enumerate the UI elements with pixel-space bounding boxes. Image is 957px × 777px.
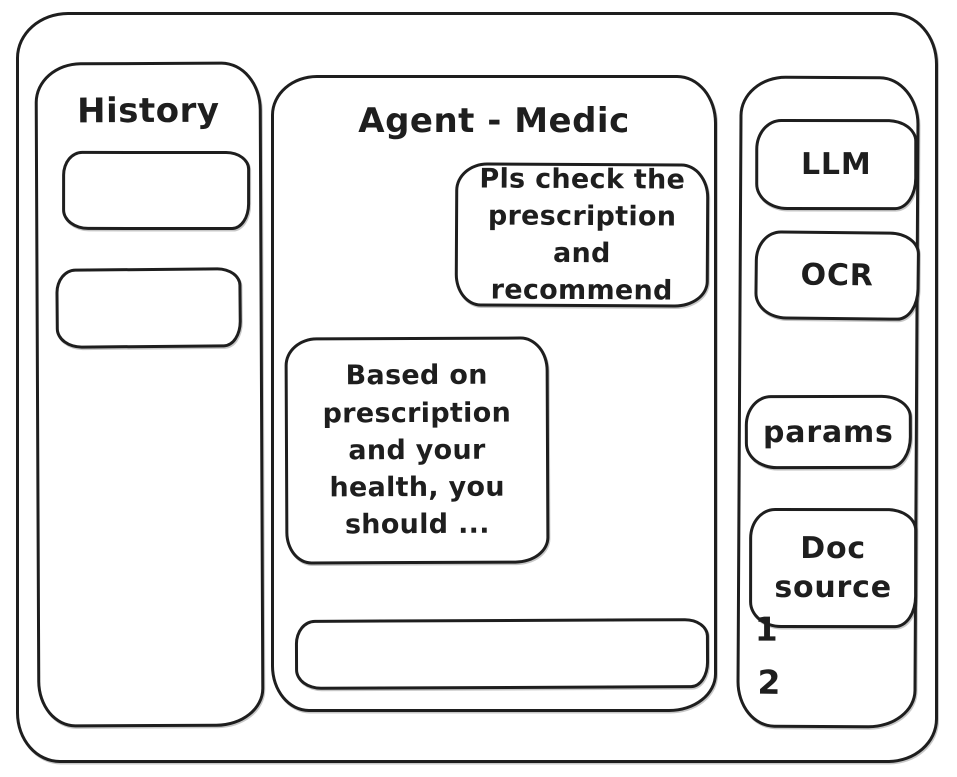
history-sidebar: History	[34, 61, 265, 728]
chat-title: Agent - Medic	[358, 101, 630, 141]
doc-source-item-2[interactable]: 2	[757, 662, 781, 702]
params-button[interactable]: params	[744, 394, 912, 470]
tools-sidebar: LLM OCR params Doc source 1 2	[736, 75, 921, 729]
history-item[interactable]	[55, 267, 242, 349]
user-message-bubble: Pls check the prescription and recommend	[454, 162, 710, 308]
llm-button[interactable]: LLM	[755, 118, 918, 211]
chat-panel: Agent - Medic Pls check the prescription…	[271, 75, 717, 712]
ocr-button[interactable]: OCR	[754, 230, 921, 321]
chat-input[interactable]	[294, 618, 710, 690]
doc-source-item-1[interactable]: 1	[754, 609, 778, 649]
history-title: History	[76, 90, 220, 132]
history-item[interactable]	[62, 150, 251, 231]
agent-message-bubble: Based on prescription and your health, y…	[284, 336, 550, 565]
